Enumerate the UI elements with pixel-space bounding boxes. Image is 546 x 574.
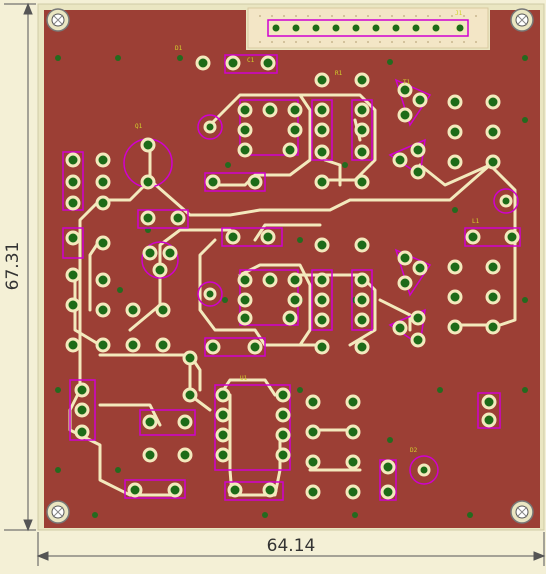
silk-label-d1: D1: [175, 45, 183, 52]
pads: [65, 21, 520, 500]
silk-label-r1: R1: [335, 70, 343, 77]
silk-labels: J1 D1 Q1 C1 R1 U1 T1 L1 D2: [135, 10, 480, 454]
connector-dots: [259, 15, 477, 43]
width-dimension: [36, 532, 546, 566]
silk-label-l1: L1: [472, 218, 480, 225]
copper-pour: [44, 10, 540, 528]
height-dimension-label: 67.31: [3, 242, 23, 291]
silk-label-d2: D2: [410, 447, 418, 454]
silk-label-q1: Q1: [135, 123, 143, 130]
mounting-holes: [46, 8, 534, 524]
height-dimension: [4, 2, 36, 532]
silk-label-t1: T1: [403, 79, 411, 86]
width-dimension-label: 64.14: [267, 536, 316, 556]
silk-label-j1: J1: [455, 10, 463, 17]
silk-label-u1: U1: [240, 375, 248, 382]
via-holes: [55, 55, 528, 518]
silk-label-c1: C1: [247, 57, 255, 64]
